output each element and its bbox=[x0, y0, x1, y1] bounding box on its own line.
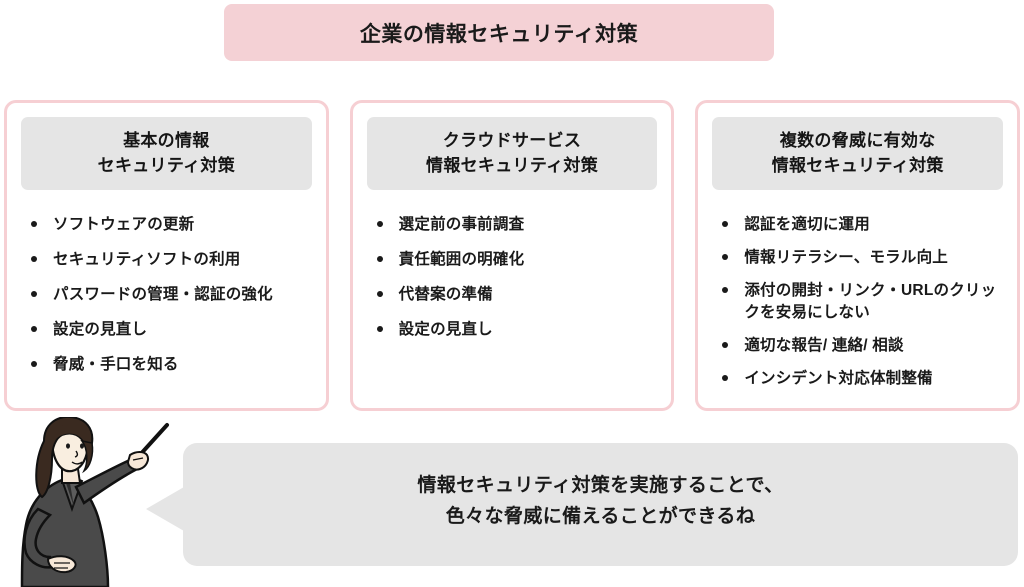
card-2-header-line-1: クラウドサービス bbox=[442, 131, 582, 150]
bullet-icon bbox=[31, 221, 37, 228]
list-item-label: 認証を適切に運用 bbox=[744, 216, 870, 234]
bullet-icon bbox=[31, 326, 37, 333]
card-1-header-line-1: 基本の情報 bbox=[123, 131, 210, 150]
bullet-icon bbox=[722, 254, 729, 261]
bullet-icon bbox=[376, 291, 383, 298]
bullet-icon bbox=[722, 342, 729, 349]
list-item: 代替案の準備 bbox=[376, 284, 658, 306]
speech-line-2: 色々な脅威に備えることができるね bbox=[445, 505, 756, 527]
list-item: セキュリティソフトの利用 bbox=[31, 249, 312, 271]
list-item-label: 選定前の事前調査 bbox=[398, 216, 525, 234]
list-item-label: インシデント対応体制整備 bbox=[744, 370, 933, 388]
woman-presenter-with-pointer-icon bbox=[20, 417, 169, 587]
list-item: 認証を適切に運用 bbox=[722, 214, 1003, 236]
card-2-list: 選定前の事前調査 責任範囲の明確化 代替案の準備 設定の見直し bbox=[367, 214, 658, 354]
list-item-label: 情報リテラシー、モラル向上 bbox=[744, 249, 948, 267]
bullet-icon bbox=[722, 221, 729, 228]
list-item-label: 責任範囲の明確化 bbox=[398, 251, 525, 269]
card-1-list: ソフトウェアの更新 セキュリティソフトの利用 パスワードの管理・認証の強化 設定… bbox=[21, 214, 312, 389]
list-item: ソフトウェアの更新 bbox=[31, 214, 312, 236]
speech-bubble-text: 情報セキュリティ対策を実施することで、 色々な脅威に備えることができるね bbox=[417, 471, 783, 539]
list-item: 設定の見直し bbox=[376, 319, 658, 341]
page-title: 企業の情報セキュリティ対策 bbox=[359, 22, 639, 46]
list-item-label: 設定の見直し bbox=[398, 321, 493, 339]
list-item: 脅威・手口を知る bbox=[31, 354, 312, 376]
list-item: 選定前の事前調査 bbox=[376, 214, 658, 236]
bullet-icon bbox=[376, 221, 383, 228]
bullet-icon bbox=[31, 256, 37, 263]
presenter-illustration bbox=[0, 417, 182, 587]
list-item-label: 適切な報告/ 連絡/ 相談 bbox=[744, 337, 904, 355]
bullet-icon bbox=[376, 326, 383, 333]
card-2-header: クラウドサービス 情報セキュリティ対策 bbox=[366, 117, 658, 191]
list-item-label: 代替案の準備 bbox=[398, 286, 493, 304]
card-3-header: 複数の脅威に有効な 情報セキュリティ対策 bbox=[712, 117, 1004, 191]
list-item: パスワードの管理・認証の強化 bbox=[31, 284, 312, 306]
list-item-label: パスワードの管理・認証の強化 bbox=[53, 286, 273, 304]
list-item-label: セキュリティソフトの利用 bbox=[53, 251, 241, 269]
list-item: 添付の開封・リンク・URLのクリックを安易にしない bbox=[722, 280, 1003, 324]
page-title-banner: 企業の情報セキュリティ対策 bbox=[224, 4, 774, 61]
list-item-label: 脅威・手口を知る bbox=[53, 356, 179, 374]
list-item: 設定の見直し bbox=[31, 319, 312, 341]
bullet-icon bbox=[722, 375, 729, 382]
bullet-icon bbox=[722, 287, 729, 294]
list-item-label: ソフトウェアの更新 bbox=[53, 216, 195, 234]
card-3-list: 認証を適切に運用 情報リテラシー、モラル向上 添付の開封・リンク・URLのクリッ… bbox=[712, 214, 1003, 401]
list-item: 適切な報告/ 連絡/ 相談 bbox=[722, 335, 1003, 357]
card-3-header-line-2: 情報セキュリティ対策 bbox=[771, 156, 944, 176]
list-item-label: 添付の開封・リンク・URLのクリックを安易にしない bbox=[744, 282, 997, 322]
card-1-header-line-2: セキュリティ対策 bbox=[97, 156, 236, 176]
speech-bubble: 情報セキュリティ対策を実施することで、 色々な脅威に備えることができるね bbox=[146, 443, 1018, 566]
bullet-icon bbox=[31, 361, 37, 368]
card-1-header: 基本の情報 セキュリティ対策 bbox=[21, 117, 312, 191]
card-cloud-service-security: クラウドサービス 情報セキュリティ対策 選定前の事前調査 責任範囲の明確化 代替… bbox=[349, 100, 675, 411]
card-multi-threat-security: 複数の脅威に有効な 情報セキュリティ対策 認証を適切に運用 情報リテラシー、モラ… bbox=[695, 100, 1021, 411]
speech-line-1: 情報セキュリティ対策を実施することで、 bbox=[417, 474, 784, 496]
measures-cards-row: 基本の情報 セキュリティ対策 ソフトウェアの更新 セキュリティソフトの利用 パス… bbox=[0, 100, 1024, 411]
bullet-icon bbox=[31, 291, 37, 298]
list-item: 責任範囲の明確化 bbox=[376, 249, 658, 271]
card-2-header-line-2: 情報セキュリティ対策 bbox=[426, 156, 598, 176]
card-basic-security: 基本の情報 セキュリティ対策 ソフトウェアの更新 セキュリティソフトの利用 パス… bbox=[4, 100, 329, 411]
bullet-icon bbox=[376, 256, 383, 263]
speech-bubble-tail bbox=[146, 487, 184, 531]
card-3-header-line-1: 複数の脅威に有効な bbox=[779, 131, 936, 150]
list-item: インシデント対応体制整備 bbox=[722, 368, 1003, 390]
list-item: 情報リテラシー、モラル向上 bbox=[722, 247, 1003, 269]
list-item-label: 設定の見直し bbox=[53, 321, 148, 339]
